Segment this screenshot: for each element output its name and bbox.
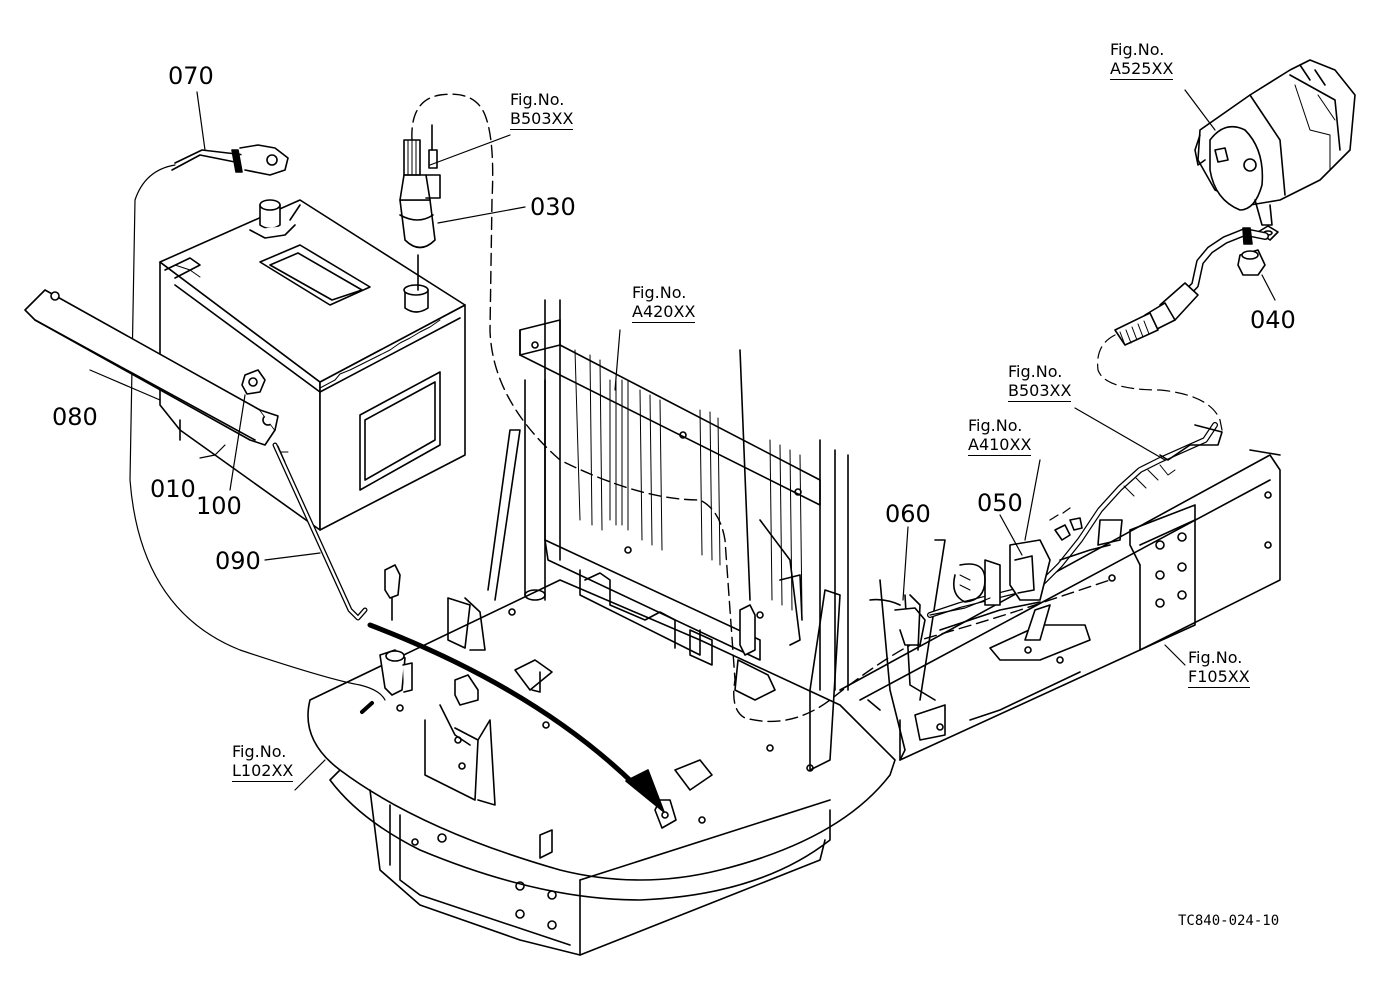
part-label-090: 090	[215, 547, 261, 575]
fig-ref-code: B503XX	[1008, 381, 1072, 403]
fig-ref-l102[interactable]: Fig.No. L102XX	[232, 742, 294, 783]
plate-brackets	[425, 598, 712, 858]
hook-bolt	[275, 445, 365, 618]
fig-ref-title: Fig.No.	[510, 90, 565, 109]
part-label-050: 050	[977, 489, 1023, 517]
fig-ref-title: Fig.No.	[232, 742, 287, 761]
fig-ref-code: A410XX	[968, 435, 1032, 457]
fig-ref-title: Fig.No.	[632, 283, 687, 302]
fig-ref-title: Fig.No.	[968, 416, 1023, 435]
part-label-100: 100	[196, 492, 242, 520]
part-label-080: 080	[52, 403, 98, 431]
part-label-030: 030	[530, 193, 576, 221]
nut-100	[242, 370, 265, 394]
fig-ref-code: L102XX	[232, 761, 294, 783]
starter-cable	[1098, 226, 1278, 430]
battery-holder	[25, 290, 278, 445]
battery	[160, 200, 465, 530]
negative-cable	[130, 145, 385, 700]
part-label-060: 060	[885, 500, 931, 528]
part-label-070: 070	[168, 62, 214, 90]
assembly-arrow	[370, 625, 664, 812]
leader-lines	[90, 90, 1275, 790]
fig-ref-a410[interactable]: Fig.No. A410XX	[968, 416, 1032, 457]
fig-ref-b503-right[interactable]: Fig.No. B503XX	[1008, 362, 1072, 403]
fig-ref-a420[interactable]: Fig.No. A420XX	[632, 283, 696, 324]
plate-fittings	[380, 565, 775, 700]
wire-harness	[870, 425, 1222, 650]
radiator-frame	[520, 300, 848, 690]
fig-ref-code: A420XX	[632, 302, 696, 324]
fig-ref-b503-top[interactable]: Fig.No. B503XX	[510, 90, 574, 131]
fig-ref-f105[interactable]: Fig.No. F105XX	[1188, 648, 1250, 689]
floor-plate	[308, 580, 895, 955]
part-label-010: 010	[150, 475, 196, 503]
fig-ref-title: Fig.No.	[1008, 362, 1063, 381]
fig-ref-a525[interactable]: Fig.No. A525XX	[1110, 40, 1174, 81]
fig-ref-code: F105XX	[1188, 667, 1250, 689]
fig-ref-title: Fig.No.	[1188, 648, 1243, 667]
fig-ref-code: B503XX	[510, 109, 574, 131]
part-label-040: 040	[1250, 306, 1296, 334]
drawing-code: TC840-024-10	[1178, 913, 1280, 929]
fig-ref-title: Fig.No.	[1110, 40, 1165, 59]
center-post	[488, 380, 545, 600]
fig-ref-code: A525XX	[1110, 59, 1174, 81]
starter-motor	[1195, 60, 1355, 225]
wiring-bracket	[810, 540, 945, 770]
positive-cable	[400, 94, 1110, 721]
battery-terminals	[250, 200, 428, 312]
